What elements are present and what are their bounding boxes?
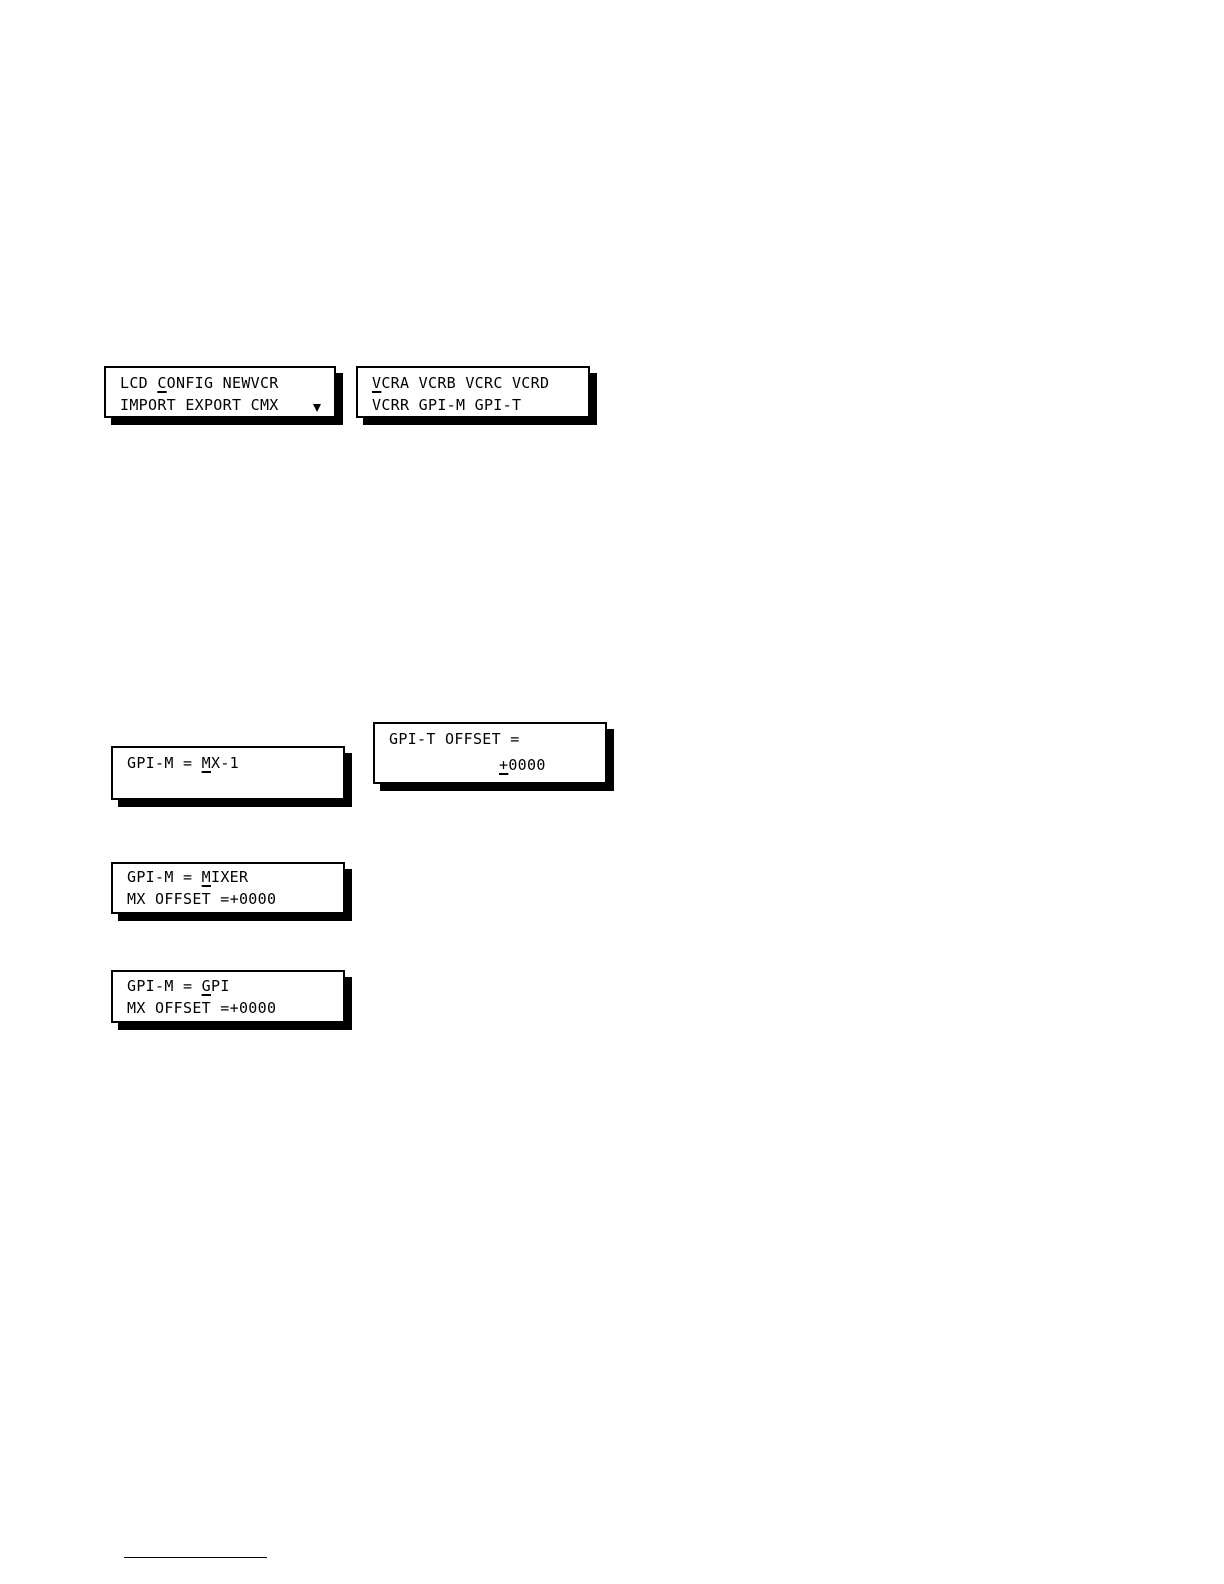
lcd-line-1: GPI-M = MX-1	[127, 754, 239, 772]
lcd-line-1: VCRA VCRB VCRC VCRD	[372, 374, 549, 392]
lcd-line-2: +0000	[499, 756, 546, 774]
lcd-line-1: GPI-M = MIXER	[127, 868, 248, 886]
lcd-line-2: IMPORT EXPORT CMX	[120, 396, 279, 414]
menu-cursor: +	[499, 756, 508, 774]
lcd-line-2: VCRR GPI-M GPI-T	[372, 396, 521, 414]
menu-cursor: G	[202, 977, 211, 995]
lcd-line-1: GPI-T OFFSET =	[389, 730, 520, 748]
menu-cursor: M	[202, 868, 211, 886]
lcd-config-menu: VCRA VCRB VCRC VCRD VCRR GPI-M GPI-T	[356, 366, 590, 418]
footnote-separator	[124, 1557, 267, 1558]
lcd-line-1: GPI-M = GPI	[127, 977, 230, 995]
menu-cursor: C	[157, 374, 166, 392]
lcd-main-menu: LCD CONFIG NEWVCR IMPORT EXPORT CMX	[104, 366, 336, 418]
lcd-gpi-t-offset: GPI-T OFFSET = +0000	[373, 722, 607, 784]
lcd-gpi-m-mx1: GPI-M = MX-1	[111, 746, 345, 800]
lcd-gpi-m-mixer: GPI-M = MIXER MX OFFSET =+0000	[111, 862, 345, 914]
menu-cursor: V	[372, 374, 381, 392]
lcd-line-2: MX OFFSET =+0000	[127, 999, 276, 1017]
menu-cursor: M	[202, 754, 211, 772]
lcd-gpi-m-gpi: GPI-M = GPI MX OFFSET =+0000	[111, 970, 345, 1023]
arrow-down-icon	[313, 404, 321, 412]
lcd-line-1: LCD CONFIG NEWVCR	[120, 374, 279, 392]
lcd-line-2: MX OFFSET =+0000	[127, 890, 276, 908]
